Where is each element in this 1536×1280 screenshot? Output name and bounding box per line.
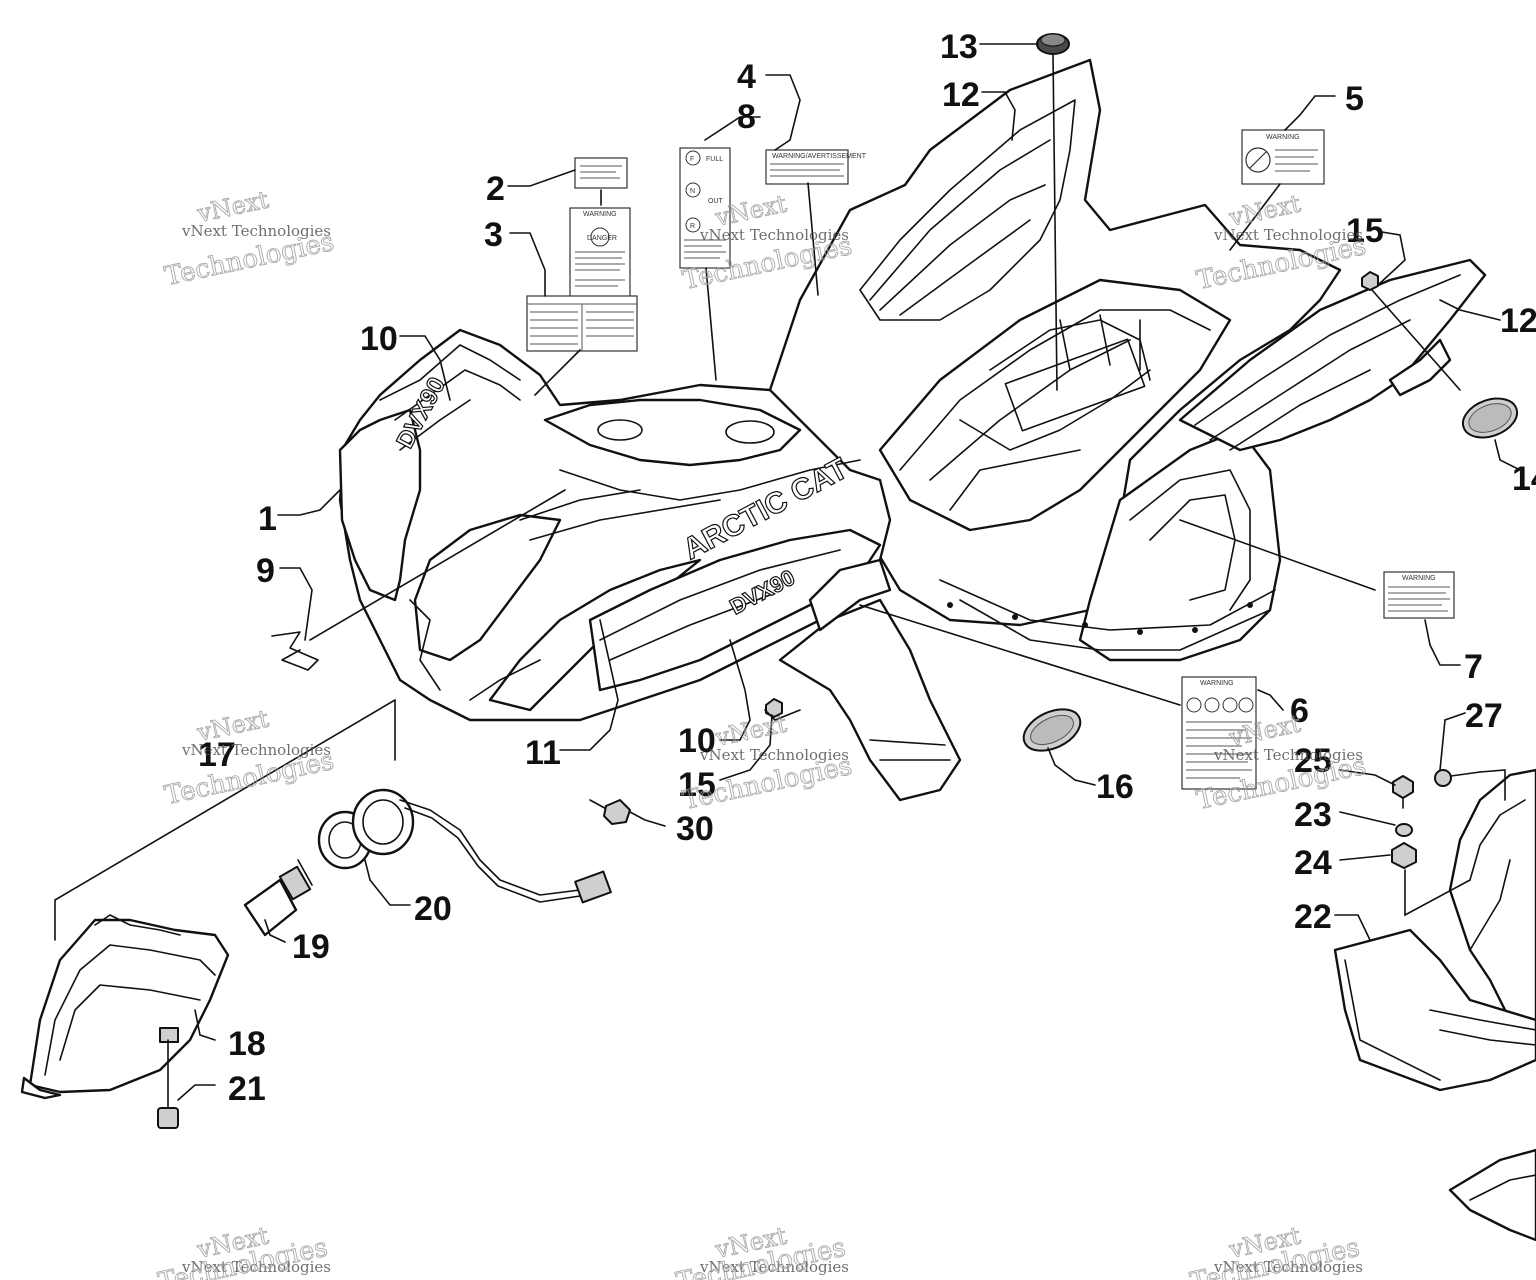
nut-15-lower	[765, 698, 783, 718]
callout-6: 6	[1290, 692, 1309, 730]
spacer-23	[1395, 823, 1413, 837]
decal-6-header: WARNING	[1200, 680, 1234, 687]
callout-11: 11	[525, 734, 561, 772]
fuel-f: F	[690, 156, 694, 163]
callout-3: 3	[484, 216, 503, 254]
decal-7-header: WARNING	[1402, 575, 1436, 582]
front-body-panel: ARCTIC CAT DVX90 DVX90	[338, 328, 892, 722]
callout-22: 22	[1294, 898, 1332, 936]
watermark-small: vNext Technologies	[181, 222, 331, 240]
callout-15-right: 15	[1346, 212, 1384, 250]
callout-10-left: 10	[360, 320, 398, 358]
callout-25: 25	[1294, 742, 1332, 780]
headlight-housing	[20, 914, 230, 1100]
seat-latch-cap	[1036, 33, 1070, 391]
watermark-small: vNext Technologies	[181, 741, 331, 759]
decal-3: WARNING DANGER	[526, 207, 638, 352]
clip-9	[271, 631, 319, 671]
watermark: vNext Technologies vNext Technologies	[162, 704, 337, 811]
callout-24: 24	[1294, 844, 1332, 882]
decal-4-header: WARNING/AVERTISSEMENT	[772, 153, 867, 160]
decal-7: WARNING	[1383, 571, 1455, 619]
decal-3-danger: DANGER	[587, 235, 617, 242]
watermark-small: vNext Technologies	[699, 746, 849, 764]
callout-23: 23	[1294, 796, 1332, 834]
callout-18: 18	[228, 1025, 266, 1063]
watermark: vNext Technologies vNext Technologies	[1194, 709, 1369, 816]
headlight-bulb	[243, 859, 313, 937]
decal-5-header: WARNING	[1266, 134, 1300, 141]
leader-lines	[54, 43, 1521, 1101]
rear-rack-bracket	[1448, 768, 1536, 1032]
callout-9: 9	[256, 552, 275, 590]
front-mud-flap	[778, 558, 962, 802]
watermark: vNext Technologies vNext Technologies	[673, 1221, 849, 1280]
rear-body-panel	[768, 58, 1487, 662]
callout-17: 17	[198, 736, 236, 774]
watermark-small: vNext Technologies	[1213, 1258, 1363, 1276]
watermark: vNext Technologies vNext Technologies	[155, 1221, 331, 1280]
callout-15-lower: 15	[678, 766, 716, 804]
callout-20: 20	[414, 890, 452, 928]
callout-12-top: 12	[942, 76, 980, 114]
callout-10-lower: 10	[678, 722, 716, 760]
screw-27	[1434, 769, 1481, 787]
decal-2	[574, 157, 628, 206]
callout-30: 30	[676, 810, 714, 848]
callout-1: 1	[258, 500, 277, 538]
watermark-small: vNext Technologies	[699, 226, 849, 244]
watermark: vNext Technologies vNext Technologies	[162, 185, 337, 292]
watermark-small: vNext Technologies	[699, 1258, 849, 1276]
callout-4: 4	[737, 58, 756, 96]
decal-4: WARNING/AVERTISSEMENT	[765, 149, 867, 185]
callout-2: 2	[486, 170, 505, 208]
callout-5: 5	[1345, 80, 1364, 118]
decal-5: WARNING	[1241, 129, 1325, 185]
callout-13: 13	[940, 28, 978, 66]
screw-21	[157, 1039, 179, 1129]
callout-12-right: 12	[1500, 302, 1536, 340]
fuel-r: R	[690, 223, 695, 230]
watermark-small: vNext Technologies	[1213, 746, 1363, 764]
mounting-holes	[947, 602, 1253, 635]
fuel-n: N	[690, 188, 695, 195]
screw-30	[589, 799, 631, 825]
watermark: vNext Technologies vNext Technologies	[1187, 1221, 1363, 1280]
watermark-small: vNext Technologies	[1213, 226, 1363, 244]
headlight-socket-harness	[317, 788, 612, 904]
callouts: 13 12 4 8 5 2 3 15 12 10 14 1 9 7 6 27 1…	[198, 28, 1536, 1108]
footwell-lower-plate	[1448, 1148, 1536, 1242]
callout-14: 14	[1512, 460, 1536, 498]
callout-16: 16	[1096, 768, 1134, 806]
nut-15-upper	[1361, 271, 1379, 291]
callout-8: 8	[737, 98, 756, 136]
fuel-out: OUT	[708, 198, 724, 205]
callout-7: 7	[1464, 648, 1483, 686]
footwell-panel	[1333, 928, 1536, 1092]
decal-6: WARNING	[1181, 676, 1257, 790]
reflector-rear	[1461, 397, 1519, 439]
bolt-25	[1392, 775, 1414, 809]
decal-3-header: WARNING	[583, 211, 617, 218]
callout-27: 27	[1465, 697, 1503, 735]
decal-8-fuel: F FULL N OUT R	[679, 147, 731, 269]
reflector-side	[1022, 708, 1082, 752]
callout-21: 21	[228, 1070, 266, 1108]
nut-24	[1391, 842, 1417, 869]
fuel-full: FULL	[706, 156, 723, 163]
callout-19: 19	[292, 928, 330, 966]
watermark-small: vNext Technologies	[181, 1258, 331, 1276]
